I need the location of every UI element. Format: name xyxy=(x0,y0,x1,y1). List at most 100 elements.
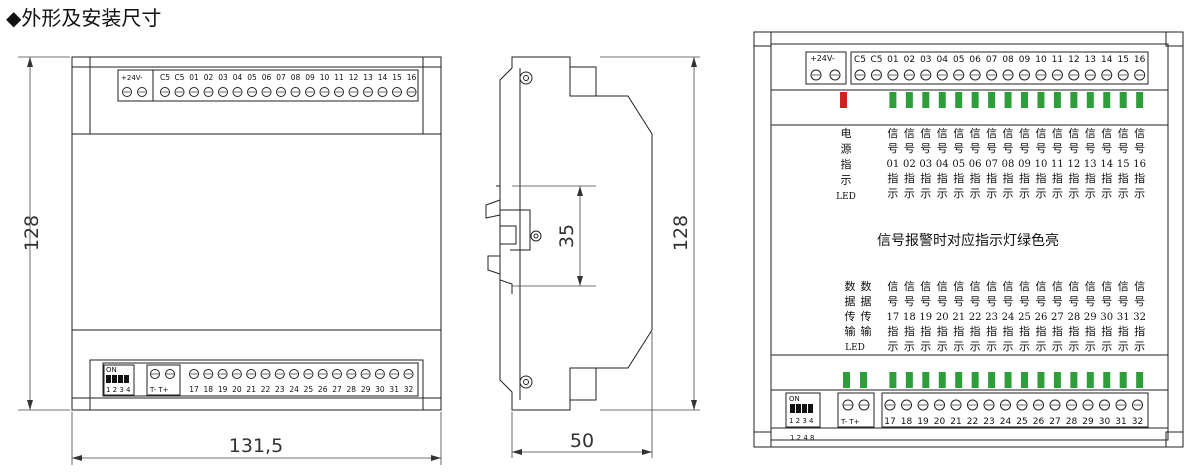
signal-led xyxy=(1086,92,1094,108)
power-led-label-char: 示 xyxy=(841,174,852,187)
panel-top-terminal-screw-icon[interactable] xyxy=(887,69,899,81)
panel-bottom-terminal-screw-icon[interactable] xyxy=(1016,399,1028,411)
panel-bottom-terminal-screw-icon[interactable] xyxy=(1082,399,1094,411)
signal-label-char: 号 xyxy=(904,142,915,155)
panel-dip-switch[interactable]: ON 1 2 3 4 xyxy=(785,392,821,428)
panel-bottom-terminal-label: 20 xyxy=(934,417,946,427)
front-bottom-terminal-screw-icon[interactable] xyxy=(374,369,385,379)
front-top-terminal-screw-icon[interactable] xyxy=(406,87,417,97)
signal-label-char: 指 xyxy=(1085,171,1096,185)
front-bottom-terminal-screw-icon[interactable] xyxy=(317,369,328,379)
panel-bottom-terminal-screw-icon[interactable] xyxy=(1132,399,1143,411)
front-bottom-terminal-screw-icon[interactable] xyxy=(260,369,271,379)
front-bottom-terminal-label: 32 xyxy=(404,385,414,394)
signal-led xyxy=(971,372,979,388)
front-top-terminal-screw-icon[interactable] xyxy=(203,87,214,97)
panel-bottom-terminal-label: 19 xyxy=(917,417,929,427)
front-dip-switch[interactable]: ON 1 2 3 4 xyxy=(103,364,135,396)
signal-label-char: 指 xyxy=(904,324,915,338)
panel-top-terminal-screw-icon[interactable] xyxy=(903,69,915,81)
panel-top-terminal-screw-icon[interactable] xyxy=(1117,69,1129,81)
panel-bottom-terminal-screw-icon[interactable] xyxy=(934,399,945,411)
front-top-terminal-screw-icon[interactable] xyxy=(160,87,170,97)
panel-top-terminal-screw-icon[interactable] xyxy=(1051,69,1063,81)
front-bottom-terminal-screw-icon[interactable] xyxy=(346,369,357,379)
signal-label-char: 号 xyxy=(1052,142,1063,155)
panel-bottom-terminal-screw-icon[interactable] xyxy=(967,399,978,411)
front-bottom-terminal-screw-icon[interactable] xyxy=(360,369,371,379)
panel-bottom-terminal-screw-icon[interactable] xyxy=(1049,399,1061,411)
signal-label-char: 号 xyxy=(1019,295,1030,308)
panel-top-terminal-screw-icon[interactable] xyxy=(1134,69,1146,81)
signal-label-number: 28 xyxy=(1067,312,1080,323)
signal-label-number: 08 xyxy=(1002,159,1015,170)
front-bottom-terminal-screw-icon[interactable] xyxy=(217,369,228,379)
signal-label-char: 示 xyxy=(970,340,981,353)
front-power-screw-icon[interactable] xyxy=(137,87,147,97)
panel-bottom-terminal-screw-icon[interactable] xyxy=(1115,399,1127,411)
panel-top-terminal-screw-icon[interactable] xyxy=(1019,69,1030,81)
panel-top-terminal-screw-icon[interactable] xyxy=(986,69,998,81)
front-bottom-terminal-screw-icon[interactable] xyxy=(189,369,199,379)
panel-bottom-terminal-screw-icon[interactable] xyxy=(950,399,962,411)
front-top-terminal-screw-icon[interactable] xyxy=(392,87,402,97)
panel-bottom-terminal-screw-icon[interactable] xyxy=(1066,399,1077,411)
front-bottom-terminal-screw-icon[interactable] xyxy=(303,369,314,379)
front-top-terminal-screw-icon[interactable] xyxy=(319,87,330,97)
front-top-terminal-screw-icon[interactable] xyxy=(189,87,199,97)
front-bottom-terminal-label: 18 xyxy=(204,385,214,394)
front-bottom-terminal-screw-icon[interactable] xyxy=(246,369,257,379)
front-top-terminal-screw-icon[interactable] xyxy=(247,87,257,97)
panel-bottom-terminal-screw-icon[interactable] xyxy=(1099,399,1110,411)
panel-bottom-terminal-screw-icon[interactable] xyxy=(1033,399,1044,411)
panel-bottom-terminal-screw-icon[interactable] xyxy=(1000,399,1011,411)
data-led-label-char: 数 xyxy=(845,280,856,293)
front-top-terminal-screw-icon[interactable] xyxy=(174,87,185,97)
panel-top-terminal-label: 09 xyxy=(1019,55,1031,65)
data-led-label-char: 据 xyxy=(861,294,872,308)
panel-top-terminal-screw-icon[interactable] xyxy=(953,69,965,81)
signal-label-number: 19 xyxy=(919,312,932,323)
panel-bottom-terminal-screw-icon[interactable] xyxy=(983,399,995,411)
front-power-screw-icon[interactable] xyxy=(122,87,132,97)
front-top-terminal-screw-icon[interactable] xyxy=(377,87,388,97)
front-top-terminal-label: 14 xyxy=(378,73,388,82)
panel-top-terminal-screw-icon[interactable] xyxy=(1101,69,1113,81)
front-top-terminal-screw-icon[interactable] xyxy=(348,87,359,97)
panel-top-terminal-screw-icon[interactable] xyxy=(1068,69,1080,81)
panel-bottom-terminal-screw-icon[interactable] xyxy=(917,399,929,411)
signal-led xyxy=(905,92,913,108)
panel-top-terminal-screw-icon[interactable] xyxy=(1084,69,1096,81)
panel-top-terminal-screw-icon[interactable] xyxy=(870,69,882,81)
front-bottom-terminal-screw-icon[interactable] xyxy=(231,369,242,379)
signal-led xyxy=(988,92,996,108)
panel-top-terminal-screw-icon[interactable] xyxy=(969,69,981,81)
front-top-terminal-screw-icon[interactable] xyxy=(305,87,315,97)
front-top-terminal-screw-icon[interactable] xyxy=(276,87,286,97)
front-bottom-terminal-screw-icon[interactable] xyxy=(289,369,300,379)
panel-top-terminal-screw-icon[interactable] xyxy=(1035,69,1047,81)
front-top-terminal-screw-icon[interactable] xyxy=(218,87,228,97)
front-top-terminal-screw-icon[interactable] xyxy=(363,87,373,97)
panel-top-terminal-screw-icon[interactable] xyxy=(854,69,866,81)
panel-power-screw-icon[interactable] xyxy=(810,69,822,81)
panel-top-terminal-screw-icon[interactable] xyxy=(1002,69,1014,81)
front-bottom-terminal-screw-icon[interactable] xyxy=(203,369,214,379)
front-top-terminal-screw-icon[interactable] xyxy=(261,87,272,97)
signal-led xyxy=(1021,92,1028,108)
panel-bottom-terminal-screw-icon[interactable] xyxy=(901,399,912,411)
front-bottom-terminal-screw-icon[interactable] xyxy=(403,369,414,379)
front-bottom-terminal-screw-icon[interactable] xyxy=(332,369,342,379)
front-top-terminal-screw-icon[interactable] xyxy=(232,87,243,97)
front-bottom-terminal-screw-icon[interactable] xyxy=(389,369,400,379)
front-top-terminal-screw-icon[interactable] xyxy=(334,87,344,97)
panel-power-screw-icon[interactable] xyxy=(829,69,841,81)
panel-top-terminal-label: 01 xyxy=(887,55,898,65)
signal-label-char: 信 xyxy=(920,127,931,140)
signal-label-char: 号 xyxy=(1035,142,1046,155)
panel-top-terminal-screw-icon[interactable] xyxy=(920,69,932,81)
front-bottom-terminal-screw-icon[interactable] xyxy=(274,369,285,379)
panel-bottom-terminal-screw-icon[interactable] xyxy=(884,399,896,411)
panel-top-terminal-screw-icon[interactable] xyxy=(936,69,948,81)
front-top-terminal-screw-icon[interactable] xyxy=(290,87,301,97)
